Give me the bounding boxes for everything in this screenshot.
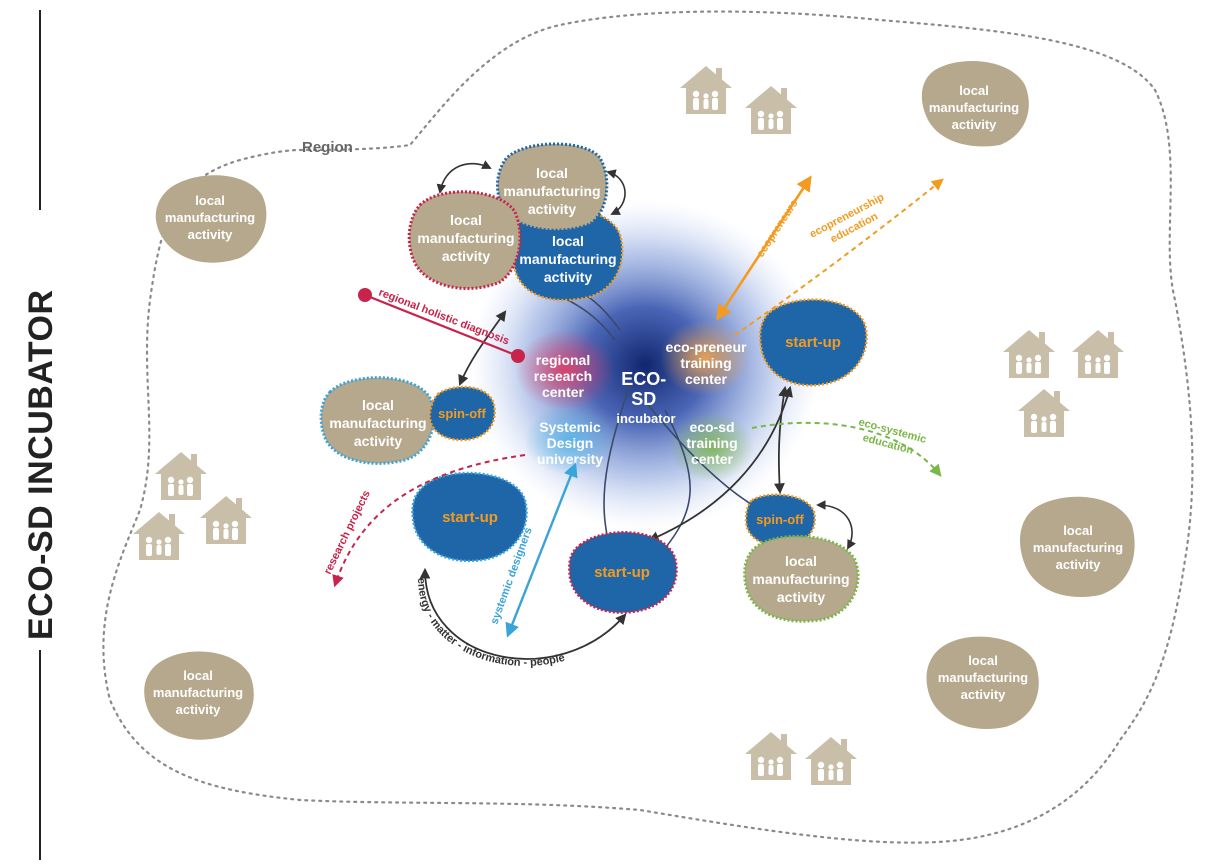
loop-arrow <box>436 160 492 194</box>
house-icon <box>745 732 797 780</box>
houses-top <box>680 66 797 134</box>
house-icon <box>1003 330 1055 378</box>
diagnosis-end-dot <box>511 349 525 363</box>
connector-spinoff-to-diagnosis <box>458 310 507 386</box>
university-glow <box>524 405 616 475</box>
ecopreneurs-label: ecopreneurs <box>754 198 800 260</box>
house-icon <box>680 66 732 114</box>
houses-right <box>1003 330 1124 437</box>
houses-left <box>133 452 252 560</box>
spinoff-label: spin-off <box>756 512 804 527</box>
startup-label: start-up <box>594 564 650 581</box>
connector-startup-startup <box>648 385 793 542</box>
startup-left <box>411 471 528 563</box>
house-icon <box>1072 330 1124 378</box>
loop-arrow <box>606 169 626 215</box>
startup-label: start-up <box>442 509 498 526</box>
lma-tan-left <box>407 190 522 290</box>
lma-tan-mid-left <box>319 376 436 465</box>
house-icon <box>155 452 207 500</box>
eco-preneur-glow <box>660 320 750 396</box>
title: ECO-SD INCUBATOR <box>22 289 60 640</box>
region-label: Region <box>302 139 353 156</box>
loop-arrow <box>816 500 856 550</box>
research-center-glow <box>515 330 615 410</box>
house-icon <box>200 496 252 544</box>
spinoff-left <box>428 385 496 442</box>
diagnosis-start-dot <box>358 288 372 302</box>
ecopreneurship-label: ecopreneurship education <box>808 190 896 253</box>
house-icon <box>745 86 797 134</box>
house-icon <box>805 737 857 785</box>
spinoff-label: spin-off <box>438 406 486 421</box>
research-projects-label: research projects <box>322 489 373 577</box>
startup-right <box>758 298 868 387</box>
lma-tan-top <box>496 142 609 232</box>
house-icon <box>1018 389 1070 437</box>
houses-bottom <box>745 732 857 785</box>
startup-label: start-up <box>785 334 841 351</box>
house-icon <box>133 512 185 560</box>
title-block: ECO-SD INCUBATOR <box>22 10 60 860</box>
